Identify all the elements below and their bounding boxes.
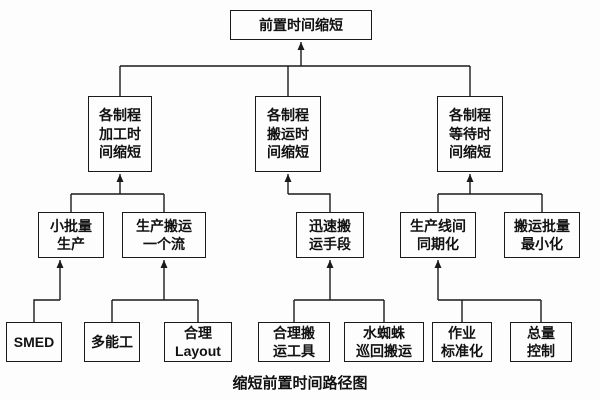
node-transport-time-reduction: 各制程 搬运时 间缩短 <box>255 96 321 172</box>
node-one-piece-flow: 生产搬运 一个流 <box>122 212 206 258</box>
node-work-standardization: 作业 标准化 <box>432 322 492 362</box>
node-line-synchronization: 生产线间 同期化 <box>400 212 476 258</box>
node-minimize-transport-batch: 搬运批量 最小化 <box>504 212 580 258</box>
node-processing-time-reduction: 各制程 加工时 间缩短 <box>88 96 152 172</box>
diagram-caption: 缩短前置时间路径图 <box>232 375 368 392</box>
node-water-spider-milk-run: 水蜘蛛 巡回搬运 <box>344 322 424 362</box>
connector-segments <box>33 65 543 322</box>
node-rational-layout: 合理 Layout <box>164 322 232 362</box>
node-rapid-transport-means: 迅速搬 运手段 <box>296 212 364 258</box>
node-waiting-time-reduction: 各制程 等待时 间缩短 <box>437 96 503 172</box>
node-multi-skilled-workers: 多能工 <box>84 322 140 362</box>
node-total-quantity-control: 总量 控制 <box>510 322 572 362</box>
node-smed: SMED <box>6 322 62 362</box>
node-lead-time-reduction: 前置时间缩短 <box>230 10 372 40</box>
node-small-lot-production: 小批量 生产 <box>38 212 104 258</box>
node-rational-transport-tools: 合理搬 运工具 <box>258 322 330 362</box>
